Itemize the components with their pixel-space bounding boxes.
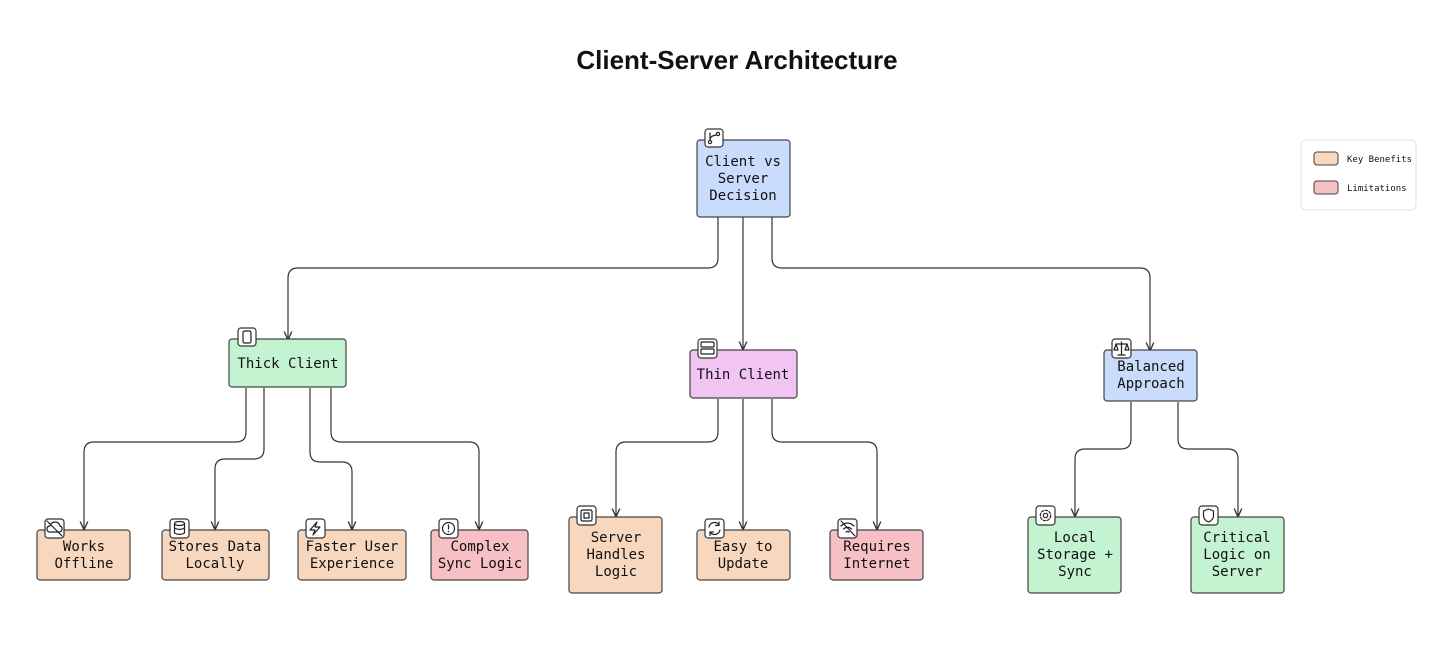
edges bbox=[84, 217, 1238, 530]
node-requires[interactable]: Requires Internet bbox=[829, 518, 924, 581]
gear-icon bbox=[1035, 505, 1056, 526]
node-easy-line-1: Easy to bbox=[713, 539, 772, 555]
node-localstorage-line-3: Sync bbox=[1058, 564, 1092, 580]
node-requires-box bbox=[829, 529, 924, 581]
node-faster-box bbox=[297, 529, 407, 581]
node-critical-line-3: Server bbox=[1212, 564, 1263, 580]
node-offline-line-1: Works bbox=[63, 539, 105, 555]
diagram-title: Client-Server Architecture bbox=[576, 45, 897, 75]
node-localstorage-line-2: Storage + bbox=[1037, 547, 1113, 563]
node-easy-line-2: Update bbox=[718, 556, 769, 572]
legend-box bbox=[1300, 139, 1417, 211]
node-thick[interactable]: Thick Client bbox=[228, 327, 347, 388]
node-faster[interactable]: Faster User Experience bbox=[297, 518, 407, 581]
node-offline-box bbox=[36, 529, 131, 581]
node-root-box bbox=[696, 139, 791, 218]
node-root[interactable]: Client vs Server Decision bbox=[696, 128, 791, 218]
node-complex-box bbox=[430, 529, 529, 581]
node-root-line-1: Client vs bbox=[705, 154, 781, 170]
node-root-line-3: Decision bbox=[709, 188, 776, 204]
node-requires-line-2: Internet bbox=[843, 556, 910, 572]
node-localstorage-box bbox=[1027, 516, 1122, 594]
node-balanced-line-1: Balanced bbox=[1117, 359, 1184, 375]
lightning-icon bbox=[305, 518, 326, 539]
edge-thin-requires bbox=[771, 399, 877, 530]
edge-thick-offline bbox=[84, 388, 247, 530]
node-balanced[interactable]: Balanced Approach bbox=[1103, 338, 1198, 402]
node-thick-line-1: Thick Client bbox=[237, 356, 338, 372]
node-critical[interactable]: Critical Logic on Server bbox=[1190, 505, 1285, 594]
edge-thick-stores bbox=[215, 388, 265, 530]
node-stores-box bbox=[161, 529, 270, 581]
node-stores-line-2: Locally bbox=[185, 556, 244, 572]
node-localstorage[interactable]: Local Storage + Sync bbox=[1027, 505, 1122, 594]
node-serverlogic-box bbox=[568, 516, 663, 594]
node-localstorage-line-1: Local bbox=[1054, 530, 1096, 546]
node-thin-line-1: Thin Client bbox=[697, 367, 790, 383]
node-serverlogic[interactable]: Server Handles Logic bbox=[568, 505, 663, 594]
server-icon bbox=[697, 338, 718, 359]
node-serverlogic-line-1: Server bbox=[591, 530, 642, 546]
shield-icon bbox=[1198, 505, 1219, 526]
cloud-off-icon bbox=[44, 518, 65, 539]
cpu-icon bbox=[576, 505, 597, 526]
node-serverlogic-line-3: Logic bbox=[595, 564, 637, 580]
node-critical-box bbox=[1190, 516, 1285, 594]
node-critical-line-2: Logic on bbox=[1203, 547, 1270, 563]
node-stores[interactable]: Stores Data Locally bbox=[161, 518, 270, 581]
node-complex-line-1: Complex bbox=[450, 539, 509, 555]
node-faster-line-2: Experience bbox=[310, 556, 394, 572]
edge-root-thick bbox=[288, 217, 719, 340]
node-balanced-box bbox=[1103, 349, 1198, 402]
git-branch-icon bbox=[704, 128, 724, 148]
node-complex[interactable]: Complex Sync Logic bbox=[430, 518, 529, 581]
node-thin-box bbox=[689, 349, 798, 399]
edge-balanced-localstorage bbox=[1075, 402, 1132, 517]
legend-label-benefits: Key Benefits bbox=[1347, 155, 1412, 165]
node-thin[interactable]: Thin Client bbox=[689, 338, 798, 399]
node-thick-box bbox=[228, 338, 347, 388]
edge-balanced-critical bbox=[1177, 402, 1238, 517]
edge-thick-faster bbox=[309, 388, 352, 530]
legend: Key Benefits Limitations bbox=[1300, 139, 1417, 211]
node-easy-box bbox=[696, 529, 791, 581]
database-icon bbox=[169, 518, 190, 539]
legend-swatch-benefits bbox=[1313, 151, 1339, 166]
smartphone-icon bbox=[237, 327, 257, 347]
node-root-line-2: Server bbox=[718, 171, 769, 187]
wifi-off-icon bbox=[837, 518, 858, 539]
node-balanced-line-2: Approach bbox=[1117, 376, 1184, 392]
node-easy[interactable]: Easy to Update bbox=[696, 518, 791, 581]
node-critical-line-1: Critical bbox=[1203, 530, 1270, 546]
legend-swatch-limitations bbox=[1313, 180, 1339, 195]
node-faster-line-1: Faster User bbox=[306, 539, 399, 555]
refresh-icon bbox=[704, 518, 725, 539]
alert-circle-icon bbox=[438, 518, 459, 539]
node-stores-line-1: Stores Data bbox=[169, 539, 262, 555]
node-offline[interactable]: Works Offline bbox=[36, 518, 131, 581]
legend-label-limitations: Limitations bbox=[1347, 184, 1407, 194]
scale-icon bbox=[1111, 338, 1132, 359]
edge-thick-complex bbox=[330, 388, 479, 530]
edge-thin-serverlogic bbox=[616, 399, 719, 517]
edge-root-balanced bbox=[771, 217, 1150, 351]
node-complex-line-2: Sync Logic bbox=[438, 556, 522, 572]
node-offline-line-2: Offline bbox=[54, 556, 113, 572]
node-requires-line-1: Requires bbox=[843, 539, 910, 555]
node-serverlogic-line-2: Handles bbox=[586, 547, 645, 563]
